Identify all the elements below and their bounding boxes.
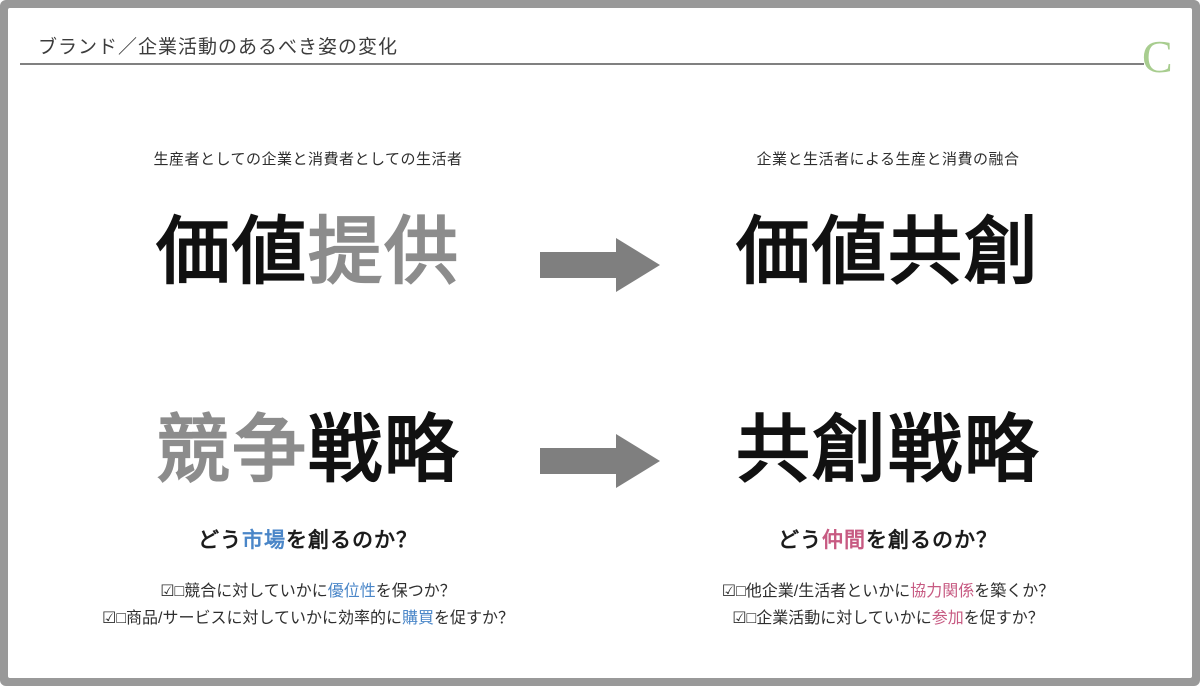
checkbox-icon: ☑□ [160, 583, 185, 600]
slide: ブランド／企業活動のあるべき姿の変化 C 生産者としての企業と消費者としての生活… [8, 8, 1192, 678]
right-bullet-list: ☑□他企業/生活者といかに協力関係を築くか？ ☑□企業活動に対していかに参加を促… [608, 578, 1168, 632]
headline-value-teikyo-gray: 提供 [308, 210, 460, 293]
left-question: どう市場を創るのか？ [28, 524, 588, 554]
right-question-highlight: 仲間 [822, 529, 866, 552]
headline-value-teikyo-black: 価値 [156, 210, 308, 293]
checkbox-icon: ☑□ [101, 610, 126, 627]
right-caption: 企業と生活者による生産と消費の融合 [756, 151, 1020, 168]
arrow-right-icon [540, 238, 660, 292]
headline-kyoso-senryaku-gray: 競争 [156, 408, 308, 491]
bullet-highlight: 購買 [401, 610, 434, 627]
bullet-highlight: 参加 [931, 610, 964, 627]
checkbox-icon: ☑□ [732, 610, 757, 627]
arrow-right-icon [540, 434, 660, 488]
left-question-highlight: 市場 [242, 529, 286, 552]
left-bullet-list: ☑□競合に対していかに優位性を保つか？ ☑□商品/サービスに対していかに効率的に… [28, 578, 588, 632]
company-logo-c: C [1142, 31, 1173, 82]
left-question-post: を創るのか？ [286, 529, 418, 552]
bullet-highlight: 協力関係 [910, 583, 975, 600]
right-question: どう仲間を創るのか？ [608, 524, 1168, 554]
list-item: ☑□他企業/生活者といかに協力関係を築くか？ [721, 583, 1055, 600]
headline-value-teikyo: 価値提供 [28, 200, 588, 304]
left-question-pre: どう [198, 529, 242, 552]
slide-title: ブランド／企業活動のあるべき姿の変化 [38, 37, 399, 58]
headline-kyoso-senryaku-black: 戦略 [308, 408, 460, 491]
right-question-pre: どう [778, 529, 822, 552]
headline-value-kyoso: 価値共創 [736, 210, 1040, 293]
left-caption: 生産者としての企業と消費者としての生活者 [153, 151, 463, 168]
list-item: ☑□競合に対していかに優位性を保つか？ [160, 583, 456, 600]
right-question-post: を創るのか？ [866, 529, 998, 552]
headline-cocreation-strategy: 共創戦略 [736, 408, 1040, 491]
bullet-highlight: 優位性 [327, 583, 376, 600]
list-item: ☑□商品/サービスに対していかに効率的に購買を促すか？ [101, 610, 514, 627]
title-divider [20, 63, 1144, 65]
list-item: ☑□企業活動に対していかに参加を促すか？ [732, 610, 1044, 627]
checkbox-icon: ☑□ [721, 583, 746, 600]
headline-kyoso-senryaku: 競争戦略 [28, 398, 588, 502]
